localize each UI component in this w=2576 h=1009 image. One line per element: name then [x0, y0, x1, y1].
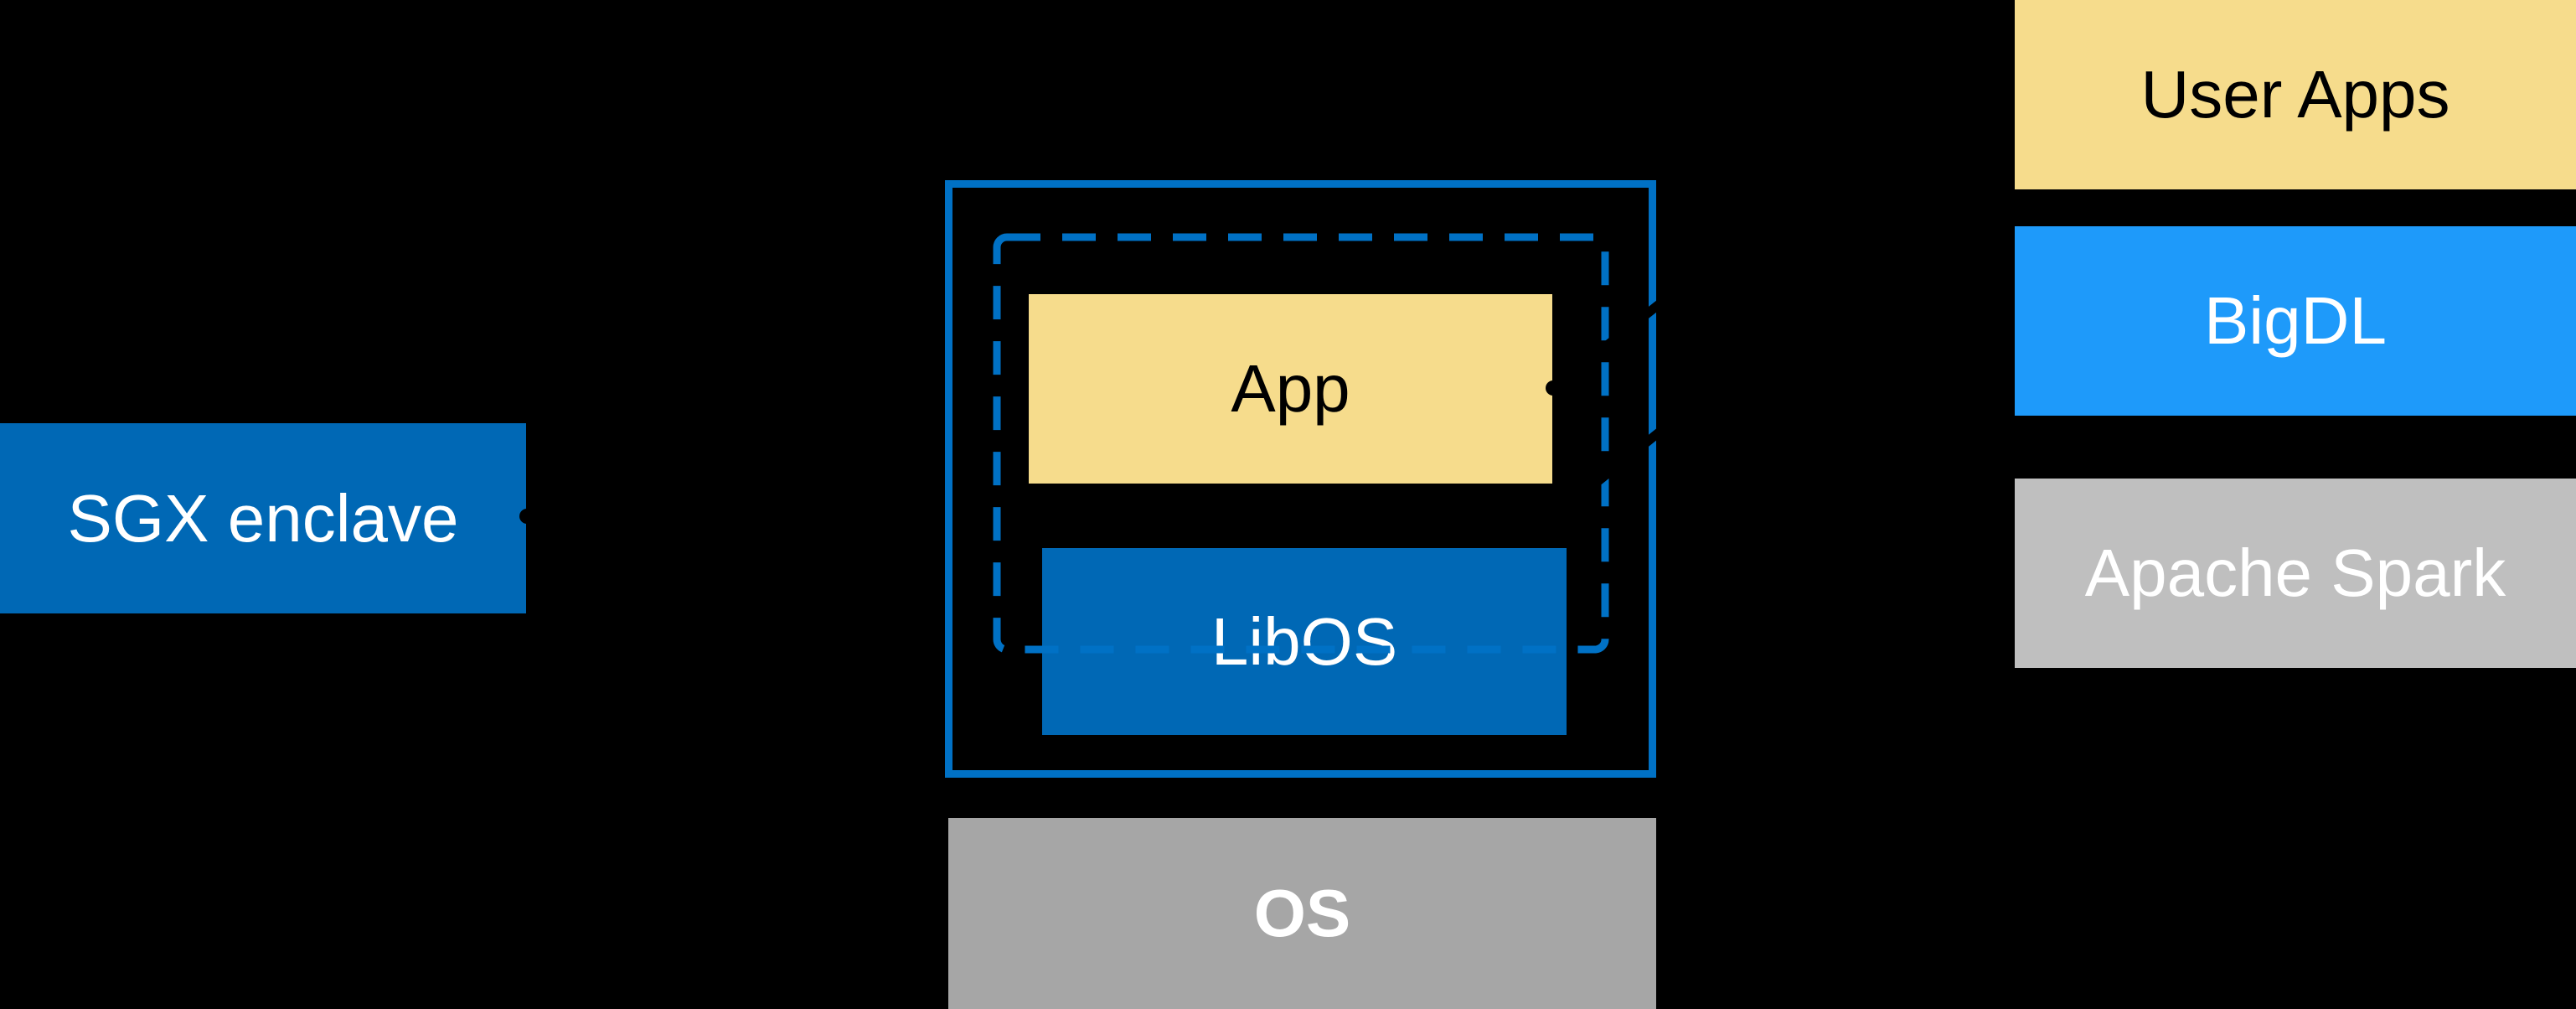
apache-spark-box: Apache Spark — [2015, 479, 2576, 668]
user-apps-box: User Apps — [2015, 0, 2576, 189]
os-label: OS — [1253, 876, 1351, 950]
app-label: App — [1231, 351, 1350, 426]
app-box: App — [1029, 294, 1552, 484]
libos-box: LibOS — [1042, 548, 1567, 735]
apache-spark-label: Apache Spark — [2084, 536, 2506, 610]
os-box: OS — [948, 818, 1656, 1009]
sgx-enclave-label: SGX enclave — [67, 480, 459, 556]
bigdl-label: BigDL — [2204, 283, 2387, 358]
libos-label: LibOS — [1211, 603, 1398, 679]
user-apps-label: User Apps — [2140, 57, 2450, 132]
bigdl-box: BigDL — [2015, 226, 2576, 416]
sgx-enclave-box: SGX enclave — [0, 423, 526, 613]
